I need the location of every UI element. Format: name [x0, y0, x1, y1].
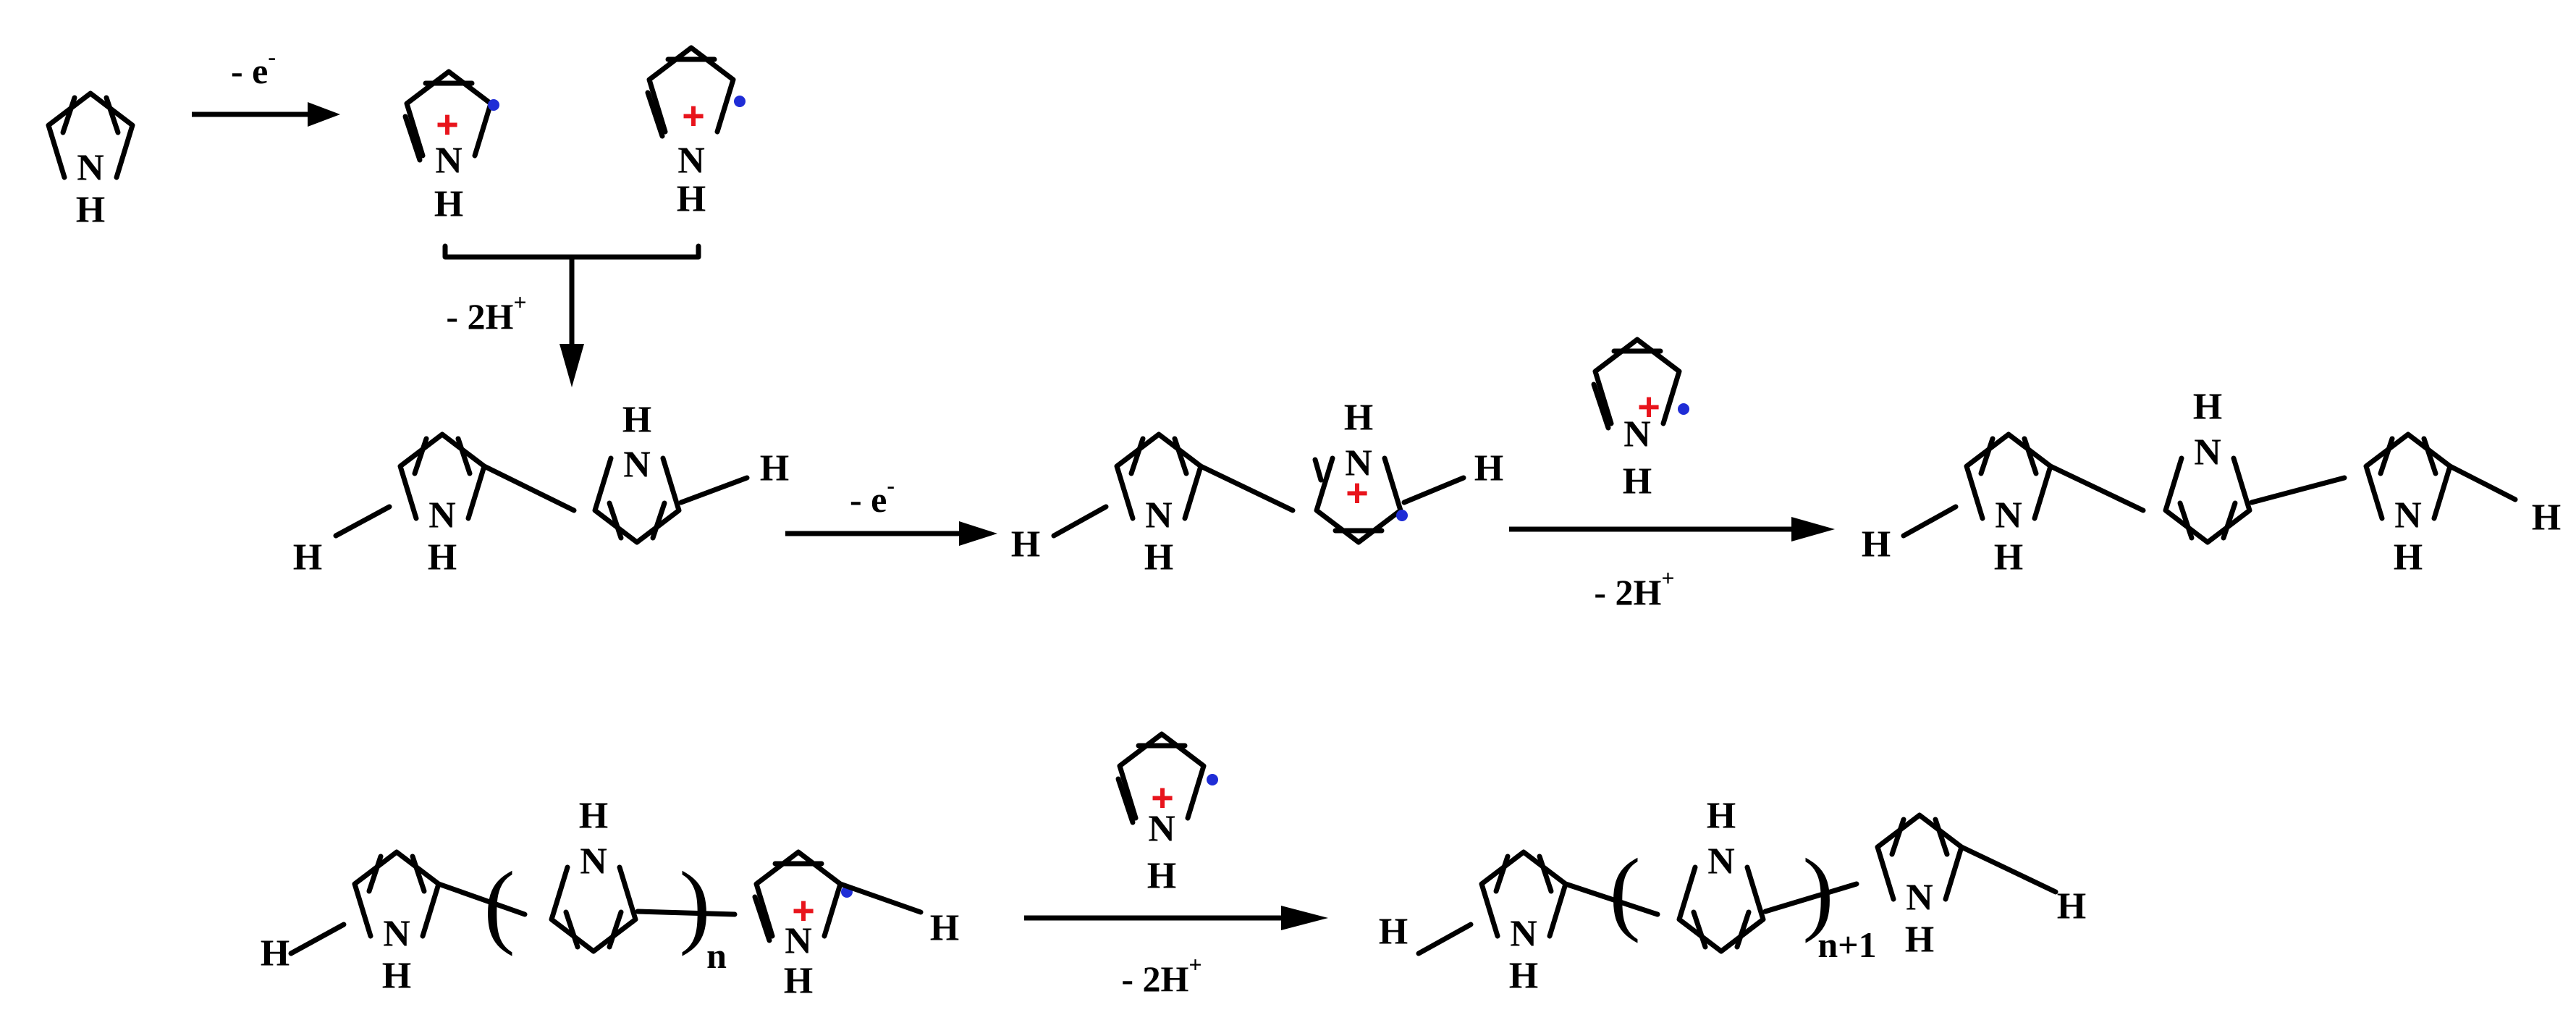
oxidation-arrow-2	[785, 521, 997, 546]
atom-hydrogen: H	[2193, 387, 2222, 428]
atom-nitrogen: N	[1145, 495, 1173, 536]
terpyrrole: N H H N H N H H	[1862, 387, 2561, 578]
atom-nitrogen: N	[580, 841, 607, 882]
bipyrrole-radical-cation: N H H N H + H	[1011, 397, 1503, 578]
cation-plus-icon: +	[792, 889, 815, 932]
atom-hydrogen: H	[382, 956, 411, 997]
cation-plus-icon: +	[1637, 385, 1660, 429]
atom-hydrogen: H	[622, 400, 651, 441]
atom-hydrogen: H	[1862, 524, 1891, 565]
radical-cation-monomer-a: N H +	[405, 72, 499, 225]
cation-plus-icon: +	[1346, 471, 1369, 515]
atom-nitrogen: N	[1345, 443, 1372, 484]
atom-hydrogen: H	[930, 908, 959, 949]
repeat-bracket-open: (	[483, 853, 515, 957]
coupling-arrow-1	[1509, 517, 1835, 542]
atom-hydrogen: H	[76, 190, 105, 231]
repeat-count-n-plus-1: n+1	[1817, 924, 1876, 965]
oxidation-label: - e-	[231, 43, 276, 91]
atom-nitrogen: N	[1148, 809, 1175, 850]
atom-hydrogen: H	[1509, 956, 1538, 997]
atom-nitrogen: N	[785, 921, 812, 962]
radical-dot-icon	[1396, 510, 1408, 521]
cation-plus-icon: +	[436, 103, 459, 146]
atom-hydrogen: H	[1379, 911, 1408, 953]
deprotonation-label: - 2H+	[1594, 565, 1674, 612]
atom-hydrogen: H	[2057, 886, 2086, 927]
atom-nitrogen: N	[2394, 495, 2422, 536]
repeat-bracket-open: (	[1609, 840, 1640, 944]
bipyrrole: N H H N H H	[293, 400, 789, 578]
deprotonation-label: - 2H+	[1121, 951, 1202, 999]
atom-nitrogen: N	[1510, 914, 1537, 955]
coupling-bracket	[442, 243, 701, 387]
atom-hydrogen: H	[434, 184, 463, 225]
atom-nitrogen: N	[623, 445, 651, 486]
atom-hydrogen: H	[784, 961, 813, 1002]
atom-nitrogen: N	[428, 495, 456, 536]
radical-dot-icon	[1207, 774, 1218, 785]
atom-hydrogen: H	[2532, 497, 2561, 539]
repeat-bracket-close: )	[679, 853, 710, 957]
atom-nitrogen: N	[435, 140, 463, 182]
atom-hydrogen: H	[1707, 796, 1736, 837]
radical-cation-monomer-c: N H +	[1594, 340, 1689, 502]
atom-nitrogen: N	[1707, 841, 1735, 882]
radical-cation-monomer-b: N H +	[648, 48, 746, 220]
atom-nitrogen: N	[383, 914, 410, 955]
radical-dot-icon	[734, 96, 746, 107]
radical-cation-monomer-d: N H +	[1118, 734, 1218, 897]
radical-dot-icon	[1678, 403, 1689, 415]
atom-hydrogen: H	[1623, 461, 1652, 502]
atom-nitrogen: N	[2194, 432, 2221, 473]
pyrrole-monomer: N H	[48, 93, 132, 231]
atom-hydrogen: H	[428, 537, 457, 578]
atom-hydrogen: H	[1147, 856, 1176, 897]
deprotonation-label: - 2H+	[446, 289, 526, 337]
atom-hydrogen: H	[2394, 537, 2423, 578]
atom-nitrogen: N	[677, 140, 705, 182]
atom-hydrogen: H	[579, 796, 608, 837]
polypyrrole: N H H ( N H ) n+1 N H H	[1379, 796, 2086, 997]
coupling-arrow-2	[1024, 906, 1328, 930]
radical-dot-icon	[488, 99, 499, 111]
oxidation-label: - e-	[850, 472, 895, 520]
atom-hydrogen: H	[1905, 919, 1934, 961]
atom-hydrogen: H	[261, 933, 290, 974]
atom-hydrogen: H	[1344, 397, 1373, 439]
repeat-count-n: n	[706, 935, 727, 976]
cation-plus-icon: +	[682, 94, 705, 138]
atom-hydrogen: H	[1144, 537, 1173, 578]
atom-hydrogen: H	[677, 179, 706, 220]
cation-plus-icon: +	[1151, 776, 1174, 820]
atom-hydrogen: H	[1474, 448, 1503, 489]
atom-hydrogen: H	[760, 448, 789, 489]
atom-hydrogen: H	[1994, 537, 2023, 578]
atom-nitrogen: N	[77, 148, 104, 189]
oxidation-arrow-1	[192, 102, 340, 127]
atom-nitrogen: N	[1995, 495, 2022, 536]
oligopyrrole-radical-cation: N H H ( N H ) n N H + H	[261, 796, 959, 1002]
atom-nitrogen: N	[1906, 877, 1933, 919]
atom-hydrogen: H	[1011, 524, 1040, 565]
atom-nitrogen: N	[1623, 414, 1651, 455]
atom-hydrogen: H	[293, 537, 322, 578]
